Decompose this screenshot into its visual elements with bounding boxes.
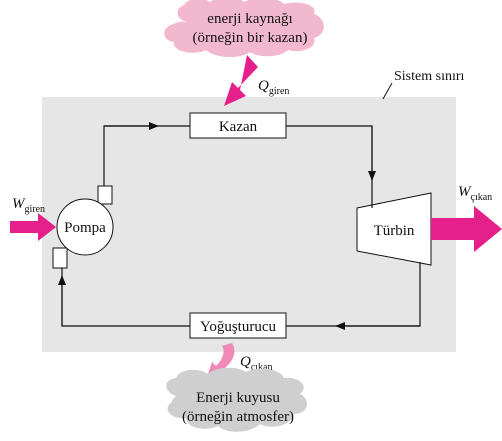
work-out-arrow xyxy=(431,206,502,252)
work-in-arrow xyxy=(10,213,56,241)
energy-sink-cloud: Enerji kuyusu (örneğin atmosfer) xyxy=(166,367,308,432)
energy-source-line2: (örneğin bir kazan) xyxy=(193,30,308,46)
turbine-label: Türbin xyxy=(374,223,415,239)
pump xyxy=(52,185,114,269)
system-boundary-label: Sistem sınırı xyxy=(394,69,465,84)
energy-source-line1: enerji kaynağı xyxy=(207,11,292,27)
boiler-box xyxy=(189,112,287,139)
heat-out-label: Qçıkan xyxy=(240,354,273,373)
system-boundary-leader xyxy=(382,82,393,100)
energy-sink-line2: (örneğin atmosfer) xyxy=(182,409,294,425)
energy-source-cloud: enerji kaynağı (örneğin bir kazan) xyxy=(164,0,324,57)
work-out-label: Wçıkan xyxy=(458,184,492,203)
boiler-label: Kazan xyxy=(219,119,258,135)
condenser-label: Yoğuşturucu xyxy=(200,319,276,335)
energy-sink-line1: Enerji kuyusu xyxy=(196,390,280,406)
work-in-label: Wgiren xyxy=(12,196,45,215)
cycle-flow-lines xyxy=(58,122,421,330)
pump-label: Pompa xyxy=(64,220,106,236)
heat-in-arrow xyxy=(224,55,258,106)
turbine-shape xyxy=(356,192,432,266)
heat-in-label: Qgiren xyxy=(258,78,289,97)
